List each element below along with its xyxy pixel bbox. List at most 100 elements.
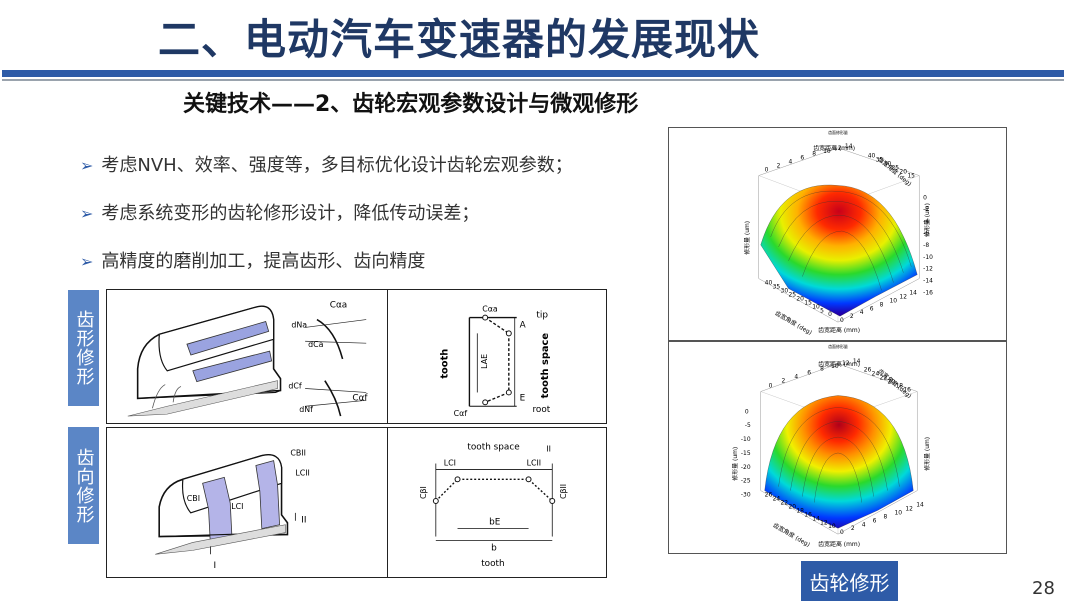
section-ii-label: II bbox=[546, 445, 551, 454]
svg-text:2: 2 bbox=[851, 525, 855, 532]
c-beta-i-label: CβI bbox=[419, 486, 428, 499]
svg-text:-15: -15 bbox=[741, 450, 751, 457]
svg-text:-8: -8 bbox=[923, 242, 929, 249]
svg-text:8: 8 bbox=[812, 151, 816, 158]
lead-mod-label: 齿向修形 bbox=[68, 427, 99, 544]
svg-text:10: 10 bbox=[831, 363, 839, 370]
svg-text:6: 6 bbox=[800, 155, 804, 162]
svg-text:20: 20 bbox=[796, 295, 804, 302]
svg-text:-20: -20 bbox=[741, 464, 751, 471]
axis-top-title: 齿宽距离 (mm) bbox=[813, 144, 855, 152]
svg-text:0: 0 bbox=[745, 408, 749, 415]
page-number: 28 bbox=[1032, 578, 1055, 599]
svg-text:0: 0 bbox=[769, 383, 773, 390]
svg-text:-30: -30 bbox=[741, 492, 751, 499]
lead-mod-gear-diagram: CBII LCII CBI LCI I II bbox=[106, 427, 389, 578]
svg-text:14: 14 bbox=[916, 501, 924, 508]
svg-text:40: 40 bbox=[765, 280, 773, 287]
svg-text:4: 4 bbox=[862, 521, 866, 528]
svg-text:18: 18 bbox=[895, 383, 903, 390]
svg-text:-10: -10 bbox=[923, 254, 933, 261]
svg-text:0: 0 bbox=[923, 194, 927, 201]
profile-mod-tooth-chart: Cαa tip A tooth LAE tooth space E Cαf ro… bbox=[387, 289, 607, 424]
title-rule-thin bbox=[2, 79, 1064, 81]
plot-title: 齿面修形量 bbox=[828, 130, 848, 135]
axis-z-title: 修形量 (um) bbox=[923, 437, 931, 471]
svg-text:30: 30 bbox=[781, 287, 789, 294]
svg-text:0: 0 bbox=[828, 311, 832, 318]
top-mod-surface-plot: 齿面修形量 齿宽距离 (mm) 0 2 4 6 8 10 12 14 齿宽角度 … bbox=[668, 127, 1007, 341]
title-rule bbox=[2, 70, 1064, 77]
svg-text:10: 10 bbox=[823, 148, 831, 155]
svg-text:35: 35 bbox=[876, 157, 884, 164]
svg-text:2: 2 bbox=[850, 313, 854, 320]
c-beta-ii-label: CβII bbox=[559, 484, 568, 499]
point-e-label: E bbox=[520, 393, 526, 403]
svg-text:35: 35 bbox=[773, 283, 781, 290]
bullet-text: 考虑系统变形的齿轮修形设计，降低传动误差； bbox=[101, 203, 480, 224]
svg-text:-25: -25 bbox=[741, 478, 751, 485]
axis-z-left-title: 修形量 (um) bbox=[731, 447, 739, 481]
l-ci-label: LCI bbox=[444, 458, 456, 467]
section-ii-label: II bbox=[301, 516, 306, 526]
axis-right-ticks: 26 24 22 20 18 16 bbox=[864, 367, 911, 394]
svg-text:4: 4 bbox=[794, 374, 798, 381]
axis-right-ticks: 40 35 30 25 20 15 bbox=[868, 153, 915, 180]
svg-text:15: 15 bbox=[804, 299, 812, 306]
svg-text:12: 12 bbox=[842, 360, 850, 367]
svg-text:6: 6 bbox=[873, 517, 877, 524]
bullet-text: 考虑NVH、效率、强度等，多目标优化设计齿轮宏观参数； bbox=[101, 155, 573, 176]
bullet-text: 高精度的磨削加工，提高齿形、齿向精度 bbox=[101, 251, 426, 272]
svg-text:16: 16 bbox=[903, 387, 911, 394]
axis-bottom-ticks: 0 2 4 6 8 10 12 14 bbox=[840, 289, 917, 324]
svg-text:-14: -14 bbox=[923, 278, 933, 285]
tooth-space-label: tooth space bbox=[540, 333, 551, 399]
svg-text:-6: -6 bbox=[923, 230, 929, 237]
svg-text:-12: -12 bbox=[923, 266, 933, 273]
svg-text:12: 12 bbox=[834, 145, 842, 152]
svg-text:14: 14 bbox=[812, 515, 820, 522]
svg-text:10: 10 bbox=[812, 303, 820, 310]
tooth-label: tooth bbox=[440, 349, 451, 379]
svg-text:22: 22 bbox=[781, 499, 789, 506]
svg-text:30: 30 bbox=[884, 161, 892, 168]
svg-text:20: 20 bbox=[899, 169, 907, 176]
svg-text:40: 40 bbox=[868, 153, 876, 160]
plot-title: 齿面修形量 bbox=[828, 344, 848, 349]
lead-mod-tooth-chart: tooth space II LCI LCII CβI CβII bE b to… bbox=[387, 427, 607, 578]
d-na-label: dNa bbox=[291, 320, 307, 329]
axis-z-title: 修形量 (um) bbox=[923, 203, 931, 237]
svg-text:10: 10 bbox=[828, 523, 836, 530]
tooth-label: tooth bbox=[481, 559, 504, 569]
svg-text:6: 6 bbox=[870, 305, 874, 312]
arrow-bullet-icon: ➢ bbox=[80, 204, 94, 223]
axis-z-left-title: 修形量 (um) bbox=[743, 221, 751, 255]
svg-text:2: 2 bbox=[782, 378, 786, 385]
axis-z-ticks: 0 -5 -10 -15 -20 -25 -30 bbox=[741, 408, 751, 498]
svg-text:-2: -2 bbox=[923, 206, 929, 213]
svg-text:14: 14 bbox=[853, 358, 861, 365]
tip-label: tip bbox=[536, 311, 548, 321]
axis-bottom-title: 齿宽距离 (mm) bbox=[818, 540, 860, 548]
plot-caption: 齿轮修形 bbox=[801, 561, 898, 601]
axis-top-ticks: 0 2 4 6 8 10 12 14 bbox=[765, 143, 853, 174]
axis-z-ticks: 0 -2 -4 -6 -8 -10 -12 -14 -16 bbox=[923, 194, 933, 296]
axis-left-title: 齿宽角度 (deg) bbox=[772, 521, 812, 549]
b-label: b bbox=[491, 543, 497, 553]
svg-text:6: 6 bbox=[807, 370, 811, 377]
svg-text:-16: -16 bbox=[923, 289, 933, 296]
svg-text:0: 0 bbox=[765, 167, 769, 174]
arrow-bullet-icon: ➢ bbox=[80, 156, 94, 175]
bullet-item: ➢ 高精度的磨削加工，提高齿形、齿向精度 bbox=[80, 246, 573, 294]
arrow-bullet-icon: ➢ bbox=[80, 252, 94, 271]
svg-text:26: 26 bbox=[864, 367, 872, 374]
axis-left-ticks: 40 35 30 25 20 15 10 5 0 bbox=[765, 280, 832, 319]
svg-text:25: 25 bbox=[891, 165, 899, 172]
c-aa-label: Cαa bbox=[482, 305, 498, 314]
svg-text:10: 10 bbox=[894, 509, 902, 516]
svg-text:14: 14 bbox=[845, 143, 853, 150]
section-i-label: I bbox=[213, 561, 216, 571]
svg-text:8: 8 bbox=[884, 513, 888, 520]
svg-text:-4: -4 bbox=[923, 218, 929, 225]
bullet-item: ➢ 考虑NVH、效率、强度等，多目标优化设计齿轮宏观参数； bbox=[80, 150, 573, 198]
